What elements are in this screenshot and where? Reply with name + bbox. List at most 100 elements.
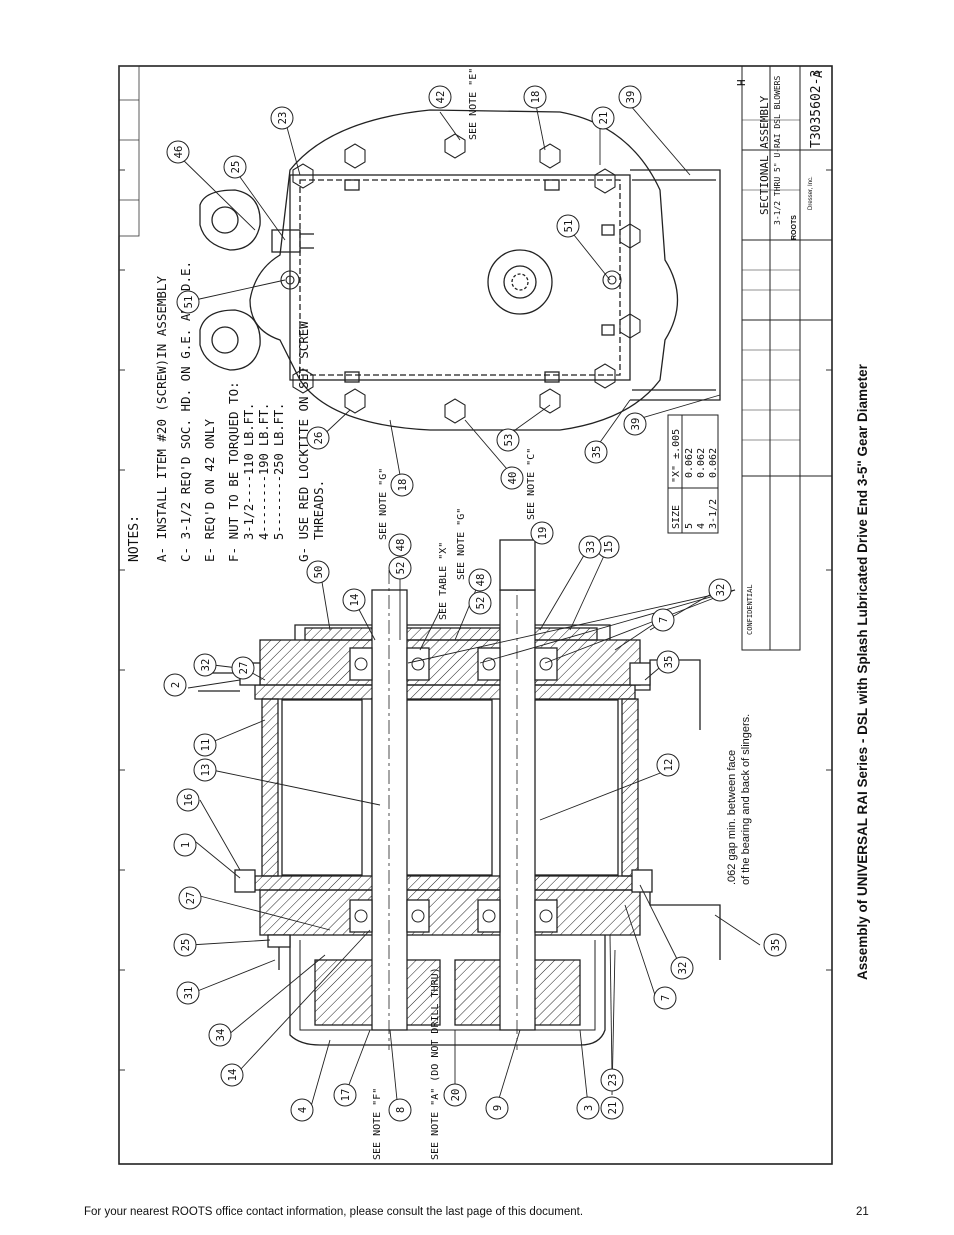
size-table-header: "X" ±.005 (671, 429, 682, 483)
callout-number: 48 (475, 574, 487, 587)
callout-number: 18 (397, 479, 409, 492)
note-line: F- NUT TO BE TORQUED TO: (226, 381, 241, 562)
note-line: G- USE RED LOCKTITE ON SET SCREW (296, 321, 311, 562)
size-table: SIZE "X" ±.005 5 0.062 4 0.062 3-1/2 0.0… (667, 414, 719, 534)
revision-strip (118, 65, 140, 237)
callout-number: 9 (492, 1105, 504, 1111)
see-note-label: SEE TABLE "X" (438, 542, 449, 620)
note-line: THREADS. (311, 480, 326, 540)
callout-number: 15 (603, 541, 615, 554)
callout-number: 51 (563, 220, 575, 233)
page-number: 21 (856, 1206, 869, 1218)
callout-number: 7 (660, 995, 672, 1001)
notes-block: NOTES: A- INSTALL ITEM #20 (SCREW)IN ASS… (127, 261, 326, 562)
callout-number: 1 (180, 842, 192, 848)
callout-number: 21 (607, 1102, 619, 1115)
note-line: 3-1/2----110 LB.FT. (242, 403, 256, 540)
callout-number: 17 (340, 1089, 352, 1102)
see-note-label: SEE NOTE "A" (DO NOT DRILL THRU) (430, 967, 441, 1160)
callout-number: 20 (450, 1089, 462, 1102)
callout-number: 46 (173, 146, 185, 159)
callout-number: 53 (503, 434, 515, 447)
title-block-text: SECTIONAL ASSEMBLY 3-1/2 THRU 5" U-RAI D… (735, 70, 825, 635)
company-name: Dresser, Inc. (808, 176, 814, 210)
callout-numbers: 2 32 27 11 13 16 1 27 25 31 34 14 4 17 8… (170, 91, 782, 1115)
drawing-subtitle: 3-1/2 THRU 5" U-RAI DSL BLOWERS (773, 76, 782, 225)
see-note-label: SEE NOTE "F" (372, 1088, 383, 1160)
footer-contact-text: For your nearest ROOTS office contact in… (84, 1206, 584, 1218)
callout-number: 42 (435, 91, 447, 104)
callout-number: 32 (200, 659, 212, 672)
size-table-cell: 0.062 (696, 448, 707, 478)
callout-number: 3 (583, 1105, 595, 1111)
callout-number: 21 (598, 112, 610, 125)
size-table-cell: 4 (696, 523, 707, 529)
note-line: C- 3-1/2 REQ'D SOC. HD. ON G.E. AND D.E. (178, 261, 193, 562)
callout-number: 14 (349, 594, 361, 607)
callout-number: 33 (585, 541, 597, 554)
drawing-border (118, 65, 833, 1165)
callout-number: 27 (238, 662, 250, 675)
size-table-cell: 0.062 (708, 448, 719, 478)
callout-number: 19 (537, 527, 549, 540)
section-view (198, 539, 721, 1050)
note-line: E- REQ'D ON 42 ONLY (202, 419, 217, 562)
callout-number: 25 (230, 161, 242, 174)
callout-number: 52 (475, 597, 487, 610)
see-note-label: SEE NOTE "C" (526, 448, 537, 520)
see-note-labels: SEE NOTE "F" SEE NOTE "A" (DO NOT DRILL … (372, 68, 537, 1160)
callout-number: 18 (530, 91, 542, 104)
callout-number: 35 (770, 939, 782, 952)
callout-number: 48 (395, 539, 407, 552)
callout-number: 32 (715, 584, 727, 597)
size-table-cell: 3-1/2 (708, 499, 719, 529)
callout-number: 12 (663, 759, 675, 772)
callout-number: 13 (200, 764, 212, 777)
gap-annotation-line: .062 gap min. between face (726, 750, 738, 885)
see-note-label: SEE NOTE "E" (468, 68, 479, 140)
callout-number: 35 (663, 656, 675, 669)
callout-number: 11 (200, 739, 212, 752)
callout-number: 26 (313, 432, 325, 445)
callout-number: 51 (183, 296, 195, 309)
end-view (199, 109, 721, 431)
drawing-number: T3035602-3 (809, 70, 824, 148)
revision-letter: A (811, 70, 825, 78)
note-line: A- INSTALL ITEM #20 (SCREW)IN ASSEMBLY (154, 276, 169, 562)
confidential-label: CONFIDENTIAL (746, 584, 754, 635)
brand-name: ROOTS (791, 215, 798, 240)
callout-number: 32 (677, 962, 689, 975)
see-note-label: SEE NOTE "G" (456, 508, 467, 580)
callout-number: 23 (277, 112, 289, 125)
callout-number: 52 (395, 562, 407, 575)
callout-number: 31 (183, 987, 195, 1000)
size-table-cell: 0.062 (684, 448, 695, 478)
callout-number: 16 (183, 794, 195, 807)
gap-annotation-line: of the bearing and back of slingers. (740, 714, 752, 885)
border-ticks (119, 169, 832, 1071)
callout-number: 2 (170, 682, 182, 688)
size-table-header: SIZE (671, 505, 682, 529)
see-note-label: SEE NOTE "G" (378, 468, 389, 540)
callout-number: 14 (227, 1069, 239, 1082)
drawing-title: SECTIONAL ASSEMBLY (758, 95, 771, 215)
callout-number: 50 (313, 566, 325, 579)
callout-number: 35 (591, 446, 603, 459)
callout-number: 40 (507, 472, 519, 485)
gap-annotation: .062 gap min. between face of the bearin… (407, 589, 752, 885)
callout-number: 25 (180, 939, 192, 952)
note-line: 4--------190 LB.FT. (257, 403, 271, 540)
notes-title: NOTES: (127, 515, 142, 562)
title-block (741, 65, 833, 651)
side-caption-text: Assembly of UNIVERSAL RAI Series - DSL w… (855, 364, 870, 980)
callout-number: 39 (625, 91, 637, 104)
callout-number: 8 (395, 1107, 407, 1113)
callout-number: 27 (185, 892, 197, 905)
callout-number: 39 (630, 418, 642, 431)
callout-number: 34 (215, 1029, 227, 1042)
callouts (163, 85, 787, 1122)
callout-number: 23 (607, 1074, 619, 1087)
size-table-cell: 5 (684, 523, 695, 529)
sheet-letter: H (735, 79, 748, 86)
